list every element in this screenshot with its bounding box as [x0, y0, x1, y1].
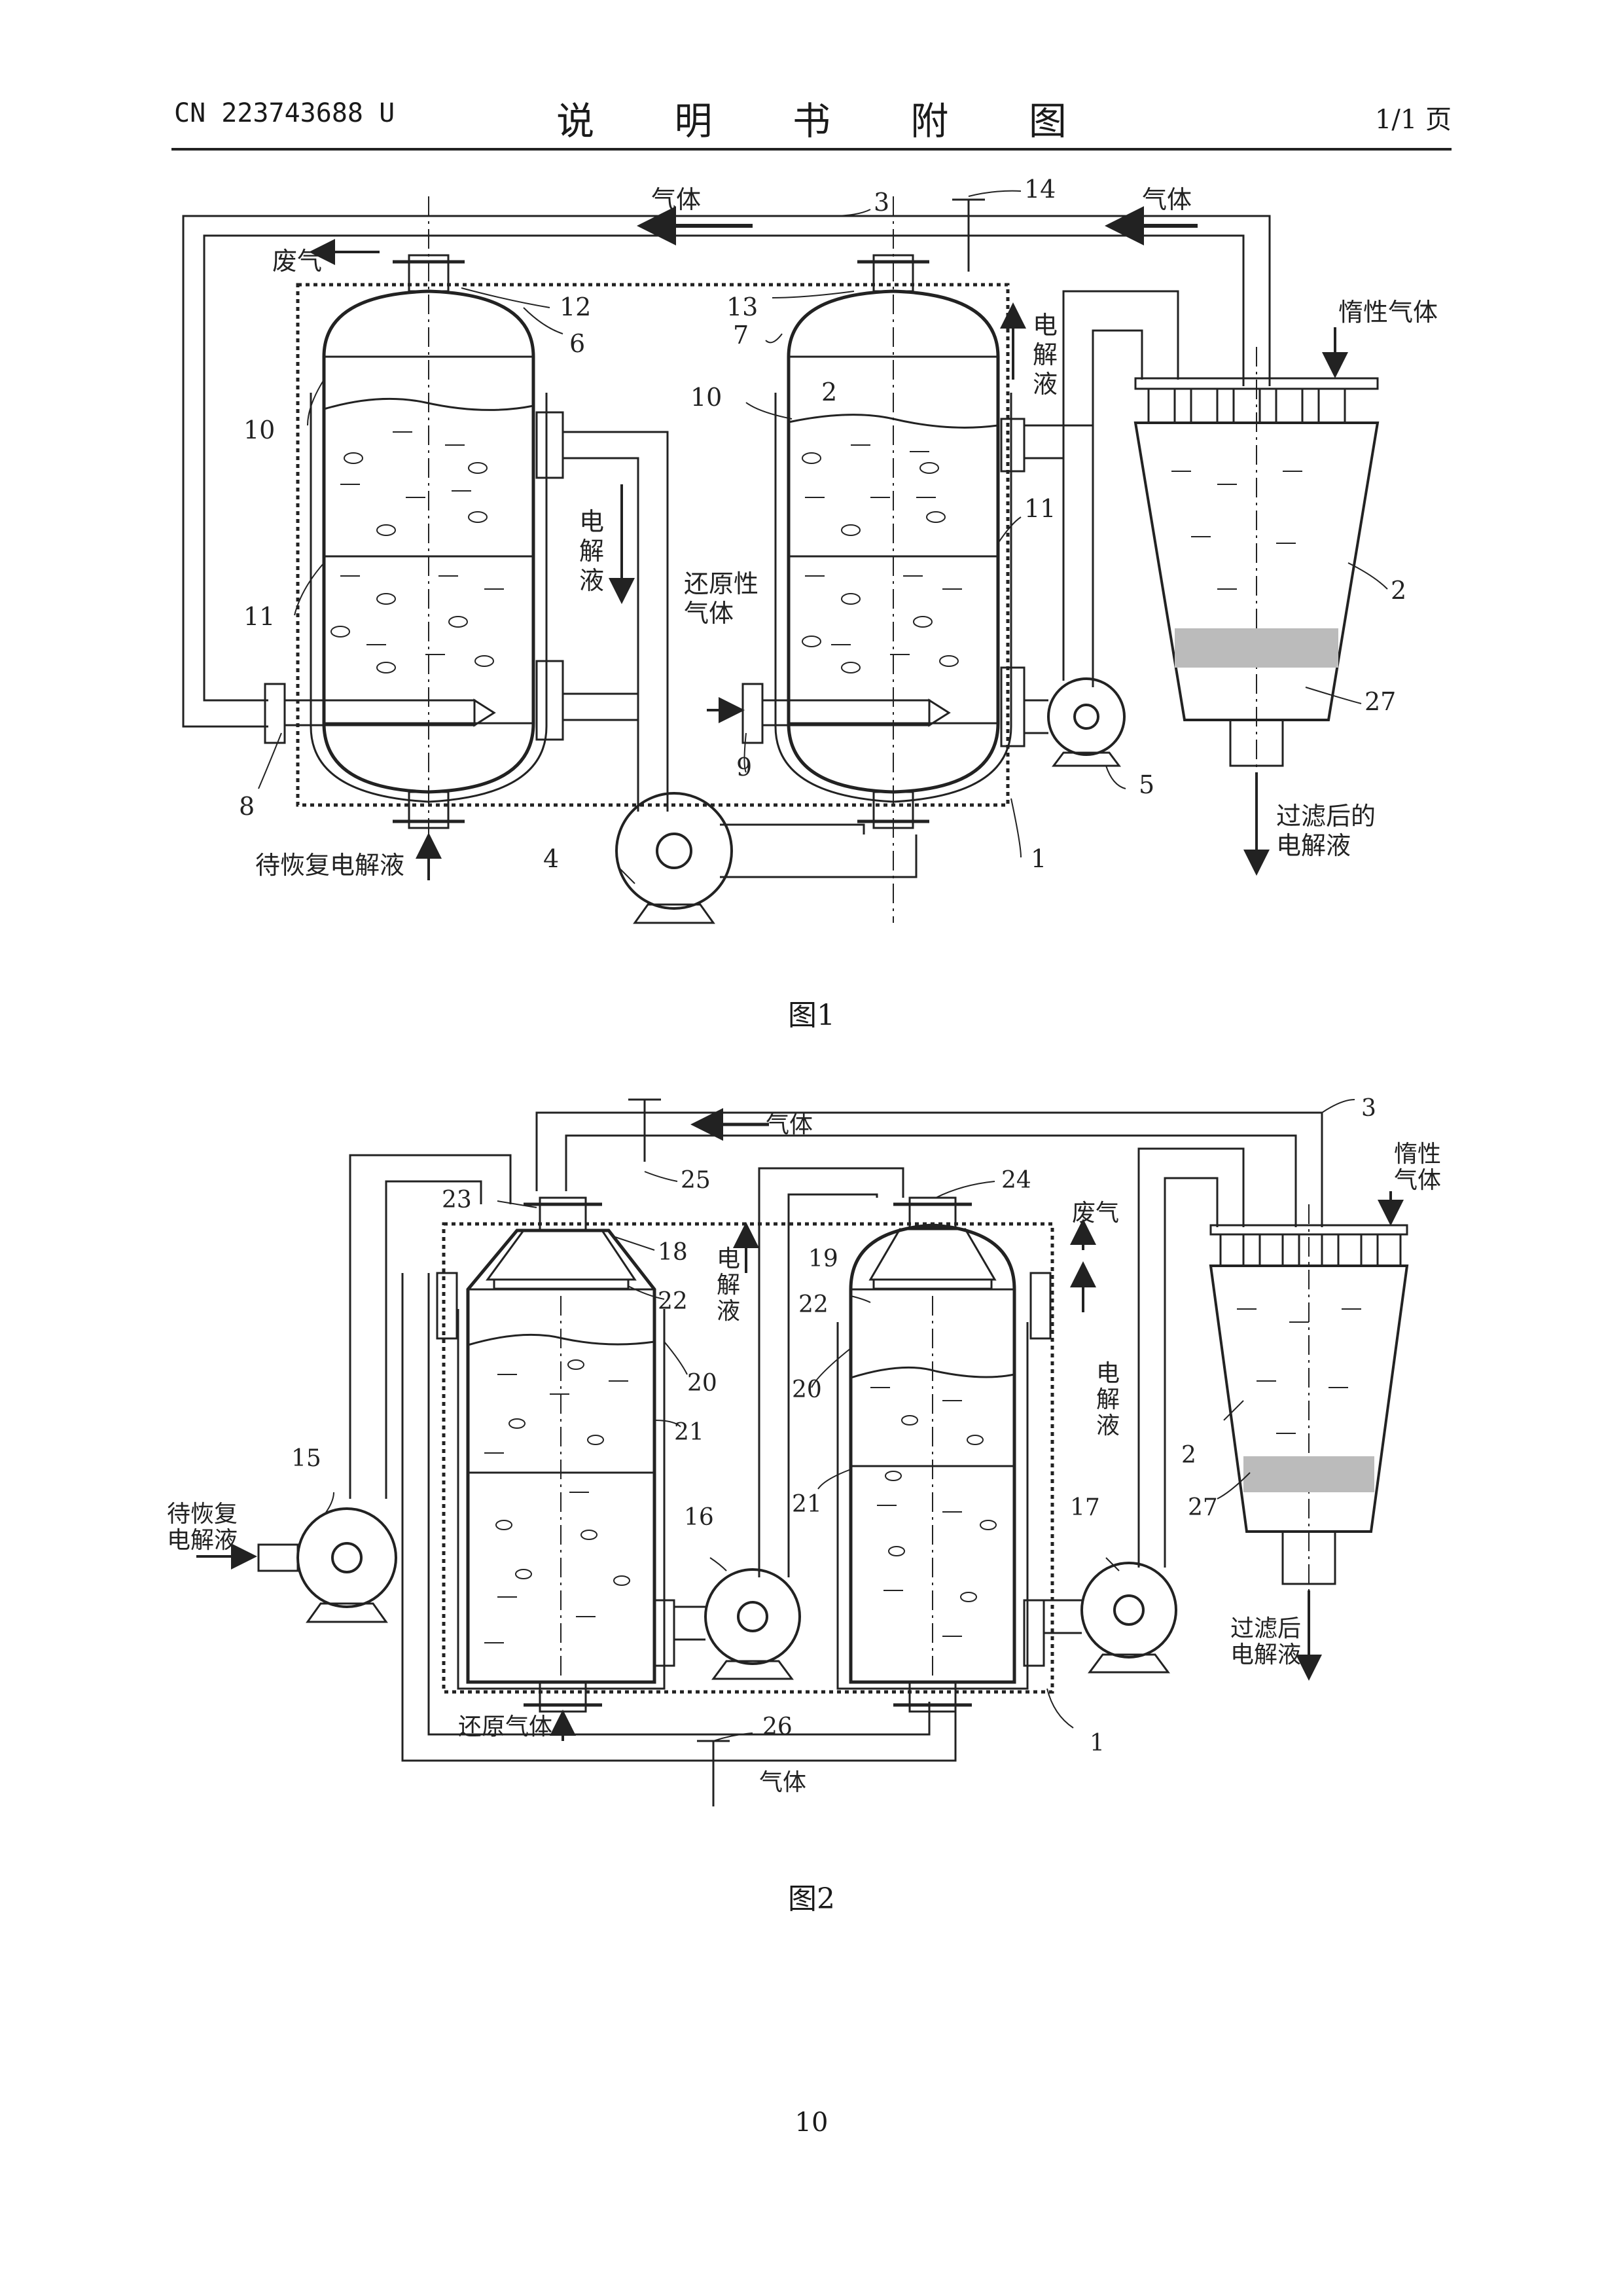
ref-11-left: 11: [243, 602, 275, 631]
ref-11-right: 11: [1024, 494, 1056, 523]
ref-23: 23: [442, 1187, 472, 1213]
figure-2-caption: 图2: [0, 1875, 1623, 1917]
pump-5: [1024, 679, 1124, 766]
figure-1: [183, 191, 1387, 923]
ref-3: 3: [874, 188, 889, 217]
label-gas-right: 气体: [1142, 185, 1192, 214]
system-boundary-1: [444, 1224, 1052, 1692]
vessel-7: [743, 196, 1024, 923]
ref-26: 26: [762, 1713, 793, 1740]
ref-21-right: 21: [792, 1491, 822, 1518]
gas-loop-top: [537, 1113, 1322, 1227]
label-to-restore-1: 待恢复: [167, 1501, 238, 1528]
ref-22-right: 22: [798, 1291, 829, 1318]
label-reducing-gas-1: 还原性: [684, 569, 758, 598]
label-filtered-2: 电解液: [1230, 1641, 1301, 1668]
ref-24: 24: [1001, 1167, 1031, 1194]
vessel-6: [265, 196, 563, 841]
label-electrolyte-right-1: 电: [1033, 311, 1058, 340]
label-reducing-gas: 还原气体: [458, 1713, 552, 1740]
ref-2-filter: 2: [1391, 576, 1406, 605]
ref-16: 16: [684, 1504, 714, 1531]
leader-lines: [259, 191, 1387, 884]
label-filtered-1: 过滤后: [1230, 1615, 1301, 1642]
gas-loop-bottom: [402, 1273, 955, 1761]
label-inert-1: 惰性: [1394, 1141, 1441, 1168]
leader-lines: [324, 1100, 1355, 1741]
ref-20-left: 20: [687, 1370, 717, 1397]
ref-2-vessel: 2: [821, 378, 837, 406]
pump-16: [674, 1570, 800, 1679]
vessel-19: [838, 1198, 1050, 1712]
label-electrolyte-left-1: 电: [579, 507, 604, 536]
ref-27: 27: [1364, 687, 1396, 716]
label-electrolyte-b-2: 解: [1096, 1386, 1120, 1413]
pipe-6-to-pump-4: [563, 432, 668, 812]
vessel-18: [437, 1198, 674, 1712]
ref-6: 6: [569, 329, 585, 358]
ref-22-left: 22: [658, 1288, 688, 1315]
label-electrolyte-a-2: 解: [717, 1272, 740, 1299]
pump-4: [616, 793, 916, 923]
ref-25: 25: [681, 1167, 711, 1194]
ref-4: 4: [543, 844, 559, 873]
label-gas-bottom: 气体: [759, 1769, 806, 1796]
label-to-restore-2: 电解液: [167, 1527, 238, 1554]
label-gas-top: 气体: [766, 1111, 813, 1138]
ref-1: 1: [1031, 844, 1046, 873]
ref-15: 15: [291, 1445, 321, 1472]
label-waste-gas: 废气: [1072, 1200, 1119, 1227]
label-waste-gas: 废气: [272, 247, 322, 276]
figure-2-labels: 气体 气体 废气 惰性 气体 待恢复 电解液 还原气体 电 解 液 电 解 液 …: [167, 1095, 1441, 1796]
ref-19: 19: [808, 1246, 838, 1272]
ref-12: 12: [560, 293, 591, 321]
ref-7: 7: [733, 321, 749, 350]
label-inert-gas: 惰性气体: [1338, 298, 1438, 327]
label-electrolyte-left-3: 液: [579, 566, 604, 595]
label-gas-left: 气体: [651, 185, 701, 214]
ref-10-left: 10: [243, 416, 275, 444]
figure-2: [196, 1100, 1407, 1806]
ref-9: 9: [736, 753, 752, 781]
label-electrolyte-a-1: 电: [717, 1246, 740, 1272]
label-electrolyte-right-2: 解: [1033, 340, 1058, 369]
label-electrolyte-left-2: 解: [579, 537, 604, 565]
label-filtered-2: 电解液: [1276, 831, 1351, 860]
figure-1-caption: 图1: [0, 992, 1623, 1033]
ref-20-right: 20: [792, 1376, 822, 1403]
ref-18: 18: [658, 1239, 688, 1266]
label-filtered-1: 过滤后的: [1276, 802, 1376, 831]
label-electrolyte-b-3: 液: [1096, 1412, 1120, 1439]
ref-10-right: 10: [690, 383, 722, 412]
label-to-restore: 待恢复电解液: [255, 851, 404, 880]
ref-21-left: 21: [674, 1419, 704, 1446]
ref-27: 27: [1188, 1494, 1218, 1521]
system-boundary-1: [298, 285, 1008, 805]
ref-13: 13: [726, 293, 758, 321]
ref-8: 8: [239, 792, 255, 821]
ref-5: 5: [1139, 770, 1154, 799]
ref-3: 3: [1361, 1095, 1376, 1122]
pipe-to-filter: [1063, 291, 1178, 681]
pump-17: [1044, 1563, 1176, 1672]
ref-14: 14: [1024, 175, 1056, 204]
filter-2: [1211, 1191, 1407, 1676]
label-reducing-gas-2: 气体: [684, 599, 734, 628]
label-electrolyte-a-3: 液: [717, 1298, 740, 1325]
page-number: 10: [0, 2108, 1623, 2138]
ref-17: 17: [1070, 1494, 1100, 1521]
pipe-pump15-to-vessel: [350, 1155, 510, 1499]
ref-2: 2: [1181, 1442, 1196, 1469]
label-electrolyte-b-1: 电: [1096, 1360, 1120, 1387]
figure-1-labels: 气体 气体 废气 惰性气体 电 解 液 电 解 液 还原性 气体 待恢复电解液 …: [239, 175, 1438, 880]
label-electrolyte-right-3: 液: [1033, 370, 1058, 399]
label-inert-2: 气体: [1394, 1167, 1441, 1194]
filter-2: [1135, 327, 1378, 870]
ref-1: 1: [1090, 1730, 1105, 1757]
pipe-pump16-to-vessel: [759, 1168, 903, 1577]
